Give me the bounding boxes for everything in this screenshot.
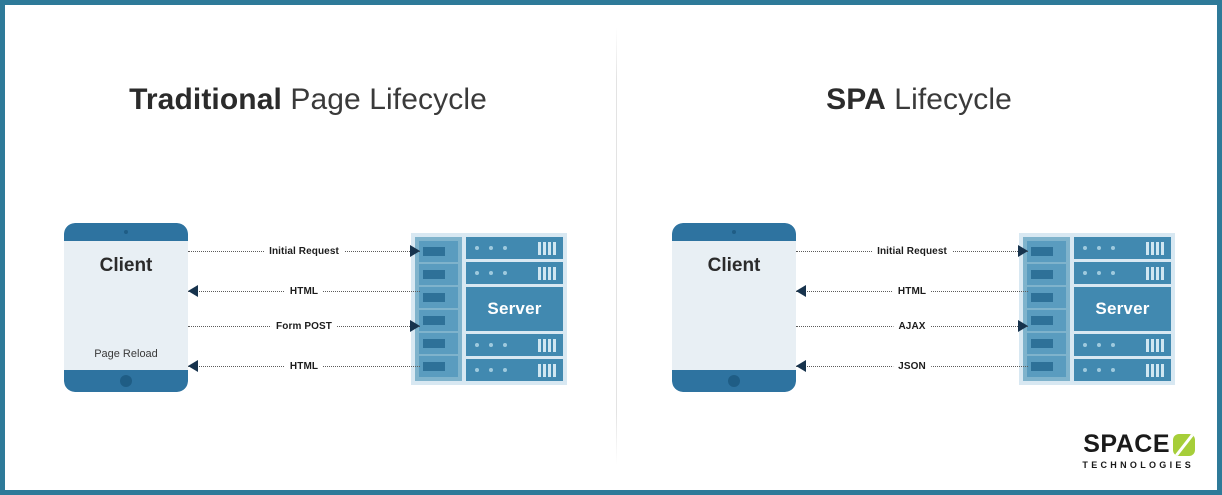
flow-arrow-ajax-spa: AJAX (796, 319, 1028, 335)
arrow-head-right-icon (1018, 245, 1028, 257)
rack-side-unit (1027, 356, 1066, 377)
client-device-spa: Client (672, 223, 796, 392)
device-bottom-bar (64, 370, 188, 392)
logo-wordmark-row: SPACE (1082, 432, 1195, 457)
status-lights-icon (475, 246, 507, 250)
flow-label: HTML (892, 284, 932, 299)
vent-icon (1146, 266, 1164, 280)
rack-unit (1074, 262, 1171, 284)
panel-divider (616, 27, 617, 465)
server-label-spa: Server (1074, 287, 1171, 331)
status-lights-icon (1083, 271, 1115, 275)
rack-side-unit (1027, 264, 1066, 285)
rack-side-column (1023, 237, 1070, 381)
flow-label: HTML (284, 359, 324, 374)
rack-side-unit (419, 356, 458, 377)
rack-side-unit (1027, 333, 1066, 354)
vent-icon (1146, 338, 1164, 352)
vent-icon (538, 363, 556, 377)
page-title-traditional: Traditional Page Lifecycle (5, 81, 611, 119)
arrow-head-left-icon (188, 360, 198, 372)
rack-unit (466, 334, 563, 356)
title-strong-traditional: Traditional (129, 83, 282, 116)
vent-icon (538, 338, 556, 352)
server-label-traditional: Server (466, 287, 563, 331)
rack-unit (1074, 359, 1171, 381)
page-title-spa: SPA Lifecycle (616, 81, 1217, 119)
status-lights-icon (475, 368, 507, 372)
server-rack-spa: Server (1019, 233, 1175, 385)
camera-icon (732, 230, 736, 234)
flow-arrow-initial-request-traditional: Initial Request (188, 244, 420, 260)
arrow-head-left-icon (188, 285, 198, 297)
device-top-bar (672, 223, 796, 241)
status-lights-icon (475, 343, 507, 347)
brand-logo: SPACE TECHNOLOGIES (1082, 432, 1195, 470)
rack-side-unit (419, 310, 458, 331)
logo-subtitle: TECHNOLOGIES (1082, 460, 1194, 470)
client-label-spa: Client (707, 255, 761, 276)
status-lights-icon (475, 271, 507, 275)
rack-main-column: Server (466, 237, 563, 381)
rack-unit (1074, 237, 1171, 259)
client-sub-label-traditional: Page Reload (94, 348, 158, 360)
rack-side-unit (419, 264, 458, 285)
rack-side-unit (419, 333, 458, 354)
flow-arrow-initial-request-spa: Initial Request (796, 244, 1028, 260)
rack-unit (466, 262, 563, 284)
camera-icon (124, 230, 128, 234)
home-button-icon (728, 375, 740, 387)
title-rest-spa: Lifecycle (885, 83, 1012, 116)
device-bottom-bar (672, 370, 796, 392)
title-strong-spa: SPA (826, 83, 886, 116)
client-label-traditional: Client (99, 255, 153, 276)
vent-icon (538, 266, 556, 280)
rack-side-column (415, 237, 462, 381)
flow-label: Form POST (271, 319, 337, 334)
vent-icon (1146, 363, 1164, 377)
home-button-icon (120, 375, 132, 387)
flow-arrow-form-post-traditional: Form POST (188, 319, 420, 335)
rack-main-column: Server (1074, 237, 1171, 381)
rack-side-unit (1027, 241, 1066, 262)
flow-label: AJAX (893, 319, 931, 334)
flow-label: Initial Request (872, 244, 952, 259)
arrow-head-right-icon (410, 245, 420, 257)
rack-side-unit (1027, 287, 1066, 308)
client-device-traditional: Client Page Reload (64, 223, 188, 392)
arrow-head-right-icon (410, 320, 420, 332)
rack-unit (1074, 334, 1171, 356)
flow-arrow-html-2-traditional: HTML (188, 359, 420, 375)
arrow-head-left-icon (796, 360, 806, 372)
status-lights-icon (1083, 343, 1115, 347)
vent-icon (538, 241, 556, 255)
vent-icon (1146, 241, 1164, 255)
flow-label: JSON (893, 359, 931, 374)
status-lights-icon (1083, 246, 1115, 250)
rack-side-unit (419, 241, 458, 262)
rack-unit (466, 237, 563, 259)
flow-arrow-html-spa: HTML (796, 284, 1028, 300)
rack-side-unit (419, 287, 458, 308)
title-rest-traditional: Page Lifecycle (281, 83, 487, 116)
flow-label: Initial Request (264, 244, 344, 259)
slashed-circle-icon (1173, 433, 1195, 456)
server-rack-traditional: Server (411, 233, 567, 385)
status-lights-icon (1083, 368, 1115, 372)
arrow-head-right-icon (1018, 320, 1028, 332)
rack-side-unit (1027, 310, 1066, 331)
rack-unit (466, 359, 563, 381)
flow-arrow-html-1-traditional: HTML (188, 284, 420, 300)
logo-word: SPACE (1083, 430, 1170, 458)
panel-spa: SPA Lifecycle Client (616, 5, 1217, 490)
device-top-bar (64, 223, 188, 241)
panel-traditional: Traditional Page Lifecycle Client Page R… (10, 5, 616, 490)
arrow-head-left-icon (796, 285, 806, 297)
flow-label: HTML (284, 284, 324, 299)
flow-arrow-json-spa: JSON (796, 359, 1028, 375)
